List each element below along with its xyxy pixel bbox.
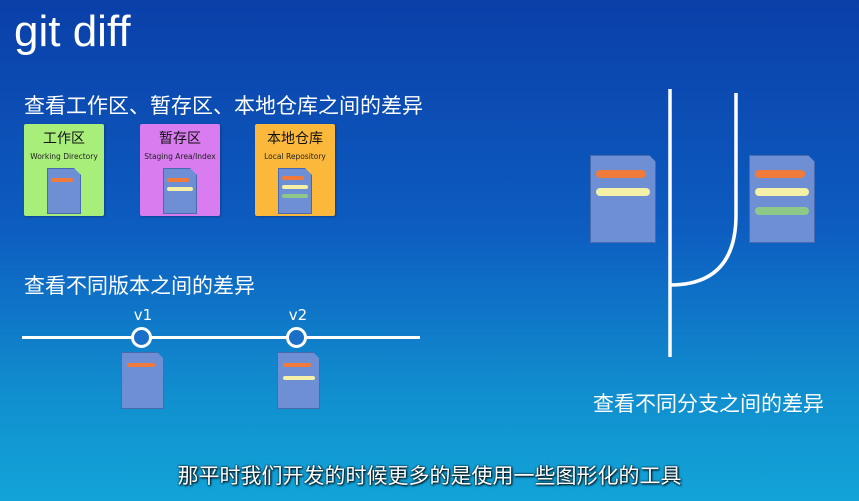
- branch-diagram: [668, 89, 738, 357]
- change-line-orange: [283, 363, 311, 367]
- staging-area-doc-icon: [163, 168, 197, 214]
- change-line-green: [282, 194, 308, 198]
- feature-branch-line: [669, 93, 738, 287]
- change-line-green: [755, 207, 809, 215]
- change-line-orange: [51, 178, 73, 182]
- branches-subtitle: 查看不同分支之间的差异: [593, 392, 824, 416]
- change-line-yellow: [596, 188, 650, 196]
- version-timeline: [22, 336, 420, 339]
- change-line-yellow: [282, 185, 308, 189]
- working-directory-title: 工作区: [43, 131, 85, 147]
- version-node-v2: [286, 327, 307, 348]
- change-line-orange: [596, 170, 646, 178]
- version-label-v1: v1: [133, 306, 153, 324]
- version-v2-doc-icon: [277, 352, 320, 409]
- local-repository-subtitle: Local Repository: [264, 152, 326, 161]
- change-line-orange: [167, 178, 189, 182]
- change-line-yellow: [283, 376, 315, 380]
- change-line-orange: [282, 176, 304, 180]
- change-line-orange: [127, 363, 155, 367]
- working-directory-subtitle: Working Directory: [30, 152, 98, 161]
- change-line-yellow: [167, 187, 193, 191]
- video-caption: 那平时我们开发的时候更多的是使用一些图形化的工具: [177, 464, 682, 488]
- local-repository-doc-icon: [278, 168, 312, 214]
- versions-subtitle: 查看不同版本之间的差异: [24, 274, 255, 298]
- local-repository-title: 本地仓库: [267, 131, 323, 147]
- change-line-orange: [755, 170, 805, 178]
- staging-area-title: 暂存区: [159, 131, 201, 147]
- version-label-v2: v2: [288, 306, 308, 324]
- staging-area-subtitle: Staging Area/Index: [144, 152, 216, 161]
- feature-branch-doc-icon: [749, 155, 815, 243]
- main-branch-doc-icon: [590, 155, 656, 243]
- local-repository-card: 本地仓库 Local Repository: [255, 124, 335, 216]
- working-directory-card: 工作区 Working Directory: [24, 124, 104, 216]
- version-v1-doc-icon: [121, 352, 164, 409]
- areas-subtitle: 查看工作区、暂存区、本地仓库之间的差异: [24, 94, 423, 118]
- change-line-yellow: [755, 188, 809, 196]
- staging-area-card: 暂存区 Staging Area/Index: [140, 124, 220, 216]
- working-directory-doc-icon: [47, 168, 81, 214]
- version-node-v1: [131, 327, 152, 348]
- slide-title: git diff: [14, 7, 131, 56]
